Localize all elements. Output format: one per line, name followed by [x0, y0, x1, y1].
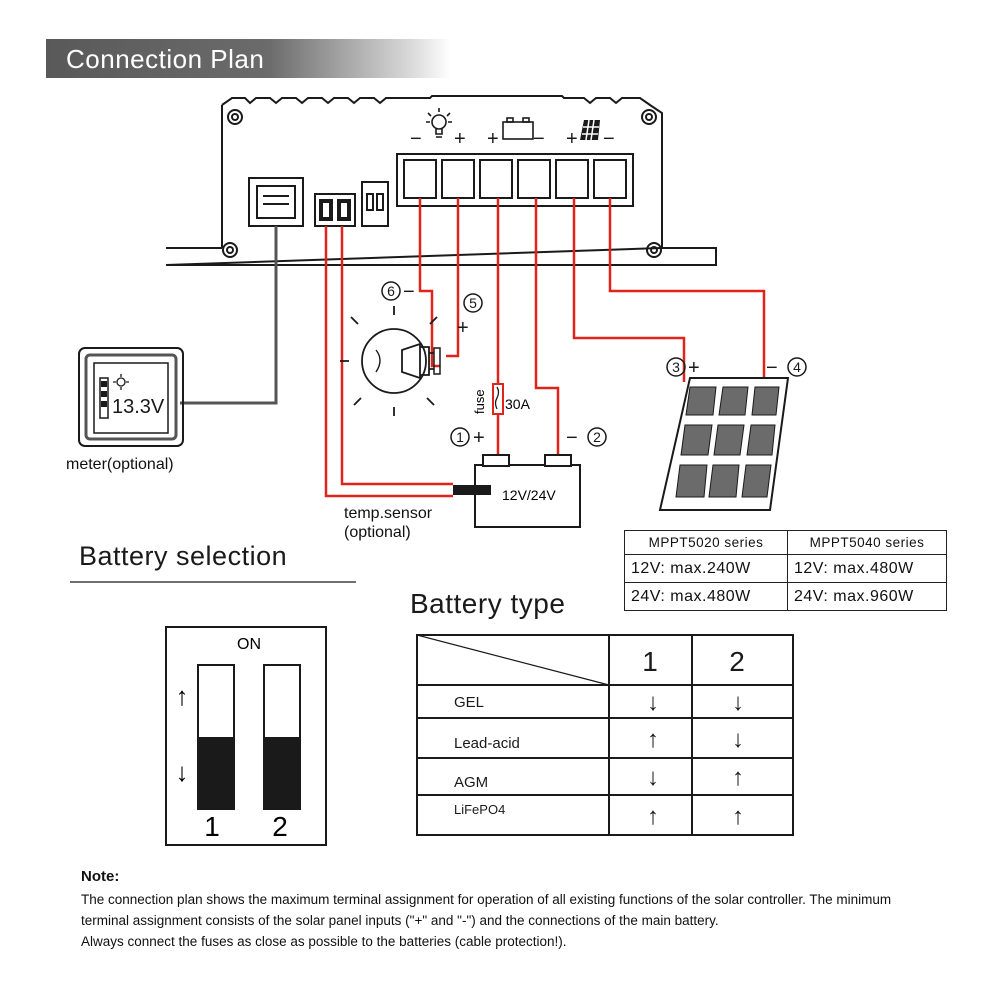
- terminal-block: [396, 153, 634, 207]
- marker-3-circle: [666, 357, 686, 377]
- marker-1-circle: [450, 427, 470, 447]
- battery-selection-title: Battery selection: [79, 541, 288, 571]
- note-paragraph-1: The connection plan shows the maximum te…: [81, 892, 892, 928]
- fuse-label: fuse: [472, 389, 487, 414]
- meter-label: meter(optional): [66, 456, 174, 473]
- fuse-rating: 30A: [505, 396, 531, 412]
- pv-minus-sign: −: [603, 128, 615, 150]
- solar-panel: [658, 377, 790, 511]
- pv-plus-sign: +: [566, 128, 578, 150]
- switch-up-arrow: ↑: [732, 764, 744, 791]
- meter-reading: 13.3V: [112, 396, 165, 418]
- marker-5: 5: [469, 295, 477, 311]
- battery-type-col-1: 1: [642, 646, 658, 677]
- marker-1: 1: [456, 429, 464, 445]
- power-table-cell: 24V: max.480W: [624, 582, 788, 611]
- battery-type-col-2: 2: [729, 646, 745, 677]
- power-table-header-cell: MPPT5040 series: [787, 530, 947, 555]
- page-title: Connection Plan: [66, 44, 265, 74]
- power-table-header: MPPT5020 series MPPT5040 series: [624, 530, 947, 555]
- solar-icon: [580, 120, 600, 140]
- battery-type-title: Battery type: [410, 588, 566, 619]
- switch-up-arrow: ↑: [647, 803, 659, 830]
- switch-down-arrow: ↓: [647, 764, 659, 791]
- charge-controller: [165, 95, 717, 266]
- battery-type-row-name: AGM: [454, 774, 488, 791]
- dip-switch-2-number: 2: [272, 811, 288, 842]
- marker-5-sign: +: [457, 317, 469, 339]
- marker-6-sign: −: [403, 281, 415, 303]
- battery-type-row-name: GEL: [454, 694, 484, 711]
- power-table-cell: 12V: max.240W: [624, 554, 788, 583]
- marker-6-circle: [381, 281, 401, 301]
- dip-socket: [361, 181, 389, 227]
- switch-up-arrow: ↑: [647, 726, 659, 753]
- marker-6: 6: [387, 283, 395, 299]
- power-table-header-cell: MPPT5020 series: [624, 530, 788, 555]
- temp-sensor-label: temp.sensor: [344, 505, 433, 522]
- marker-2: 2: [593, 429, 601, 445]
- temp-sensor-optional-label: (optional): [344, 524, 411, 541]
- battery-type-row-name: Lead-acid: [454, 735, 520, 752]
- remote-meter: 13.3V: [78, 347, 184, 447]
- table-row: 12V: max.240W 12V: max.480W: [624, 554, 947, 583]
- load-plus-sign: +: [454, 128, 466, 150]
- note-paragraph-2: Always connect the fuses as close as pos…: [81, 934, 567, 949]
- note-section: Note: The connection plan shows the maxi…: [81, 866, 941, 952]
- lamp-load: [340, 306, 441, 416]
- switch-down-arrow: ↓: [732, 726, 744, 753]
- note-title: Note:: [81, 868, 120, 885]
- dip-down-arrow: ↓: [176, 757, 189, 787]
- power-table-cell: 24V: max.960W: [787, 582, 947, 611]
- dip-switch: [165, 626, 327, 846]
- load-bulb-icon: [426, 108, 452, 138]
- dip-up-arrow: ↑: [176, 681, 189, 711]
- marker-2-circle: [587, 427, 607, 447]
- meter-cable: [180, 226, 278, 405]
- battery-icon: [502, 117, 534, 140]
- marker-3-sign: +: [688, 357, 700, 379]
- temp-sensor-socket: [314, 193, 356, 227]
- switch-down-arrow: ↓: [732, 689, 744, 716]
- table-row: 24V: max.480W 24V: max.960W: [624, 582, 947, 611]
- marker-2-sign: −: [566, 427, 578, 449]
- dip-on-label: ON: [237, 636, 261, 653]
- fuse: [492, 383, 504, 415]
- power-table: MPPT5020 series MPPT5040 series 12V: max…: [624, 530, 947, 611]
- marker-3: 3: [672, 359, 680, 375]
- marker-4-circle: [787, 357, 807, 377]
- marker-4-sign: −: [766, 357, 778, 379]
- marker-1-sign: +: [473, 427, 485, 449]
- switch-down-arrow: ↓: [647, 689, 659, 716]
- dip-switch-1-number: 1: [204, 811, 220, 842]
- batt-minus-sign: −: [533, 128, 545, 150]
- battery-type-arrows: ↓ ↓ ↑ ↓ ↓ ↑ ↑ ↑: [647, 689, 744, 830]
- battery-voltage-label: 12V/24V: [502, 487, 556, 503]
- battery-type-row-name: LiFePO4: [454, 802, 505, 817]
- load-minus-sign: −: [410, 128, 422, 150]
- switch-up-arrow: ↑: [732, 803, 744, 830]
- rj-port: [248, 177, 304, 227]
- batt-plus-sign: +: [487, 128, 499, 150]
- battery: 12V/24V: [453, 454, 581, 528]
- marker-5-circle: [463, 293, 483, 313]
- header-bar: [46, 39, 451, 78]
- marker-4: 4: [793, 359, 801, 375]
- battery-type-table: [416, 634, 794, 836]
- power-table-cell: 12V: max.480W: [787, 554, 947, 583]
